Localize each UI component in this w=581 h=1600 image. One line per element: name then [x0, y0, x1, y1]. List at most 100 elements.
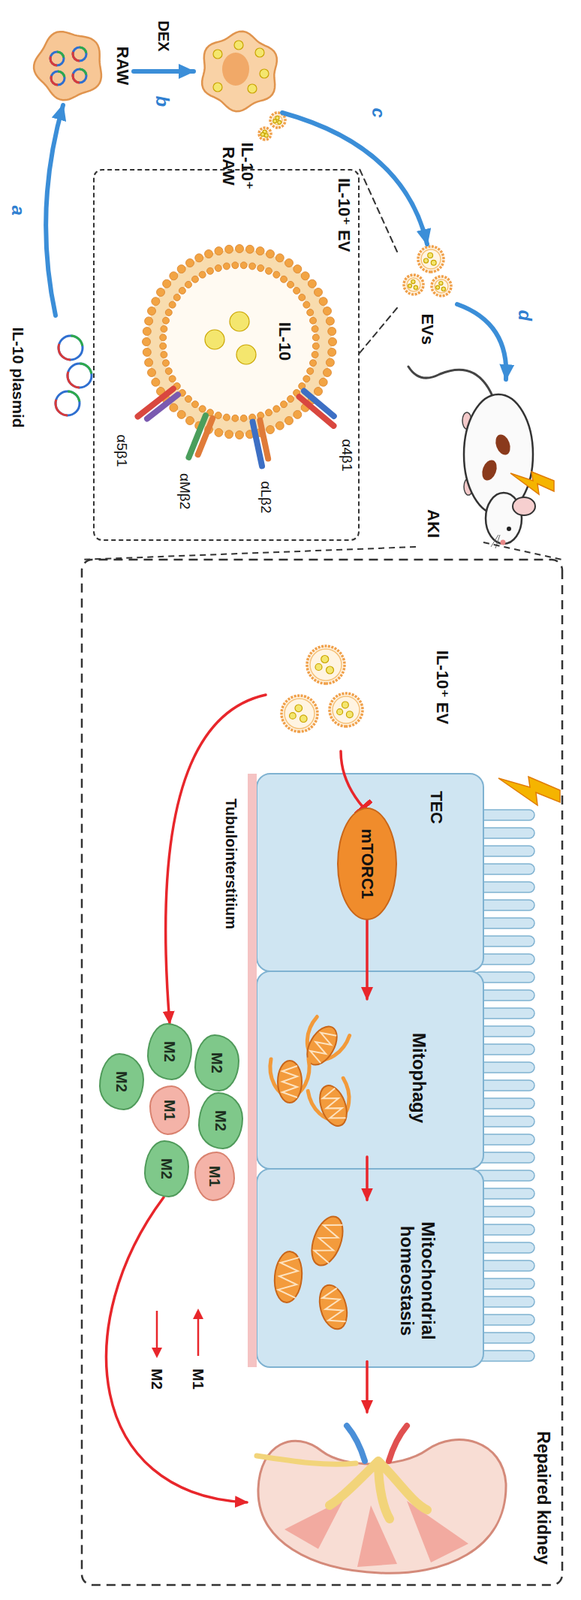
node-text: M2 [113, 1070, 131, 1092]
lipid-head [328, 347, 337, 356]
lipid-head [240, 414, 247, 422]
zoom-line [81, 546, 416, 560]
zoom-leader [359, 168, 398, 252]
lipid-head [214, 412, 222, 419]
lipid-head [265, 409, 273, 416]
lipid-head [307, 279, 317, 288]
mitochondrion-body [314, 1080, 352, 1129]
lipid-head [319, 377, 328, 386]
raw-cell: RAW [33, 26, 134, 106]
m2-macrophage: M2 [198, 1091, 244, 1149]
vesicle-membrane [403, 274, 424, 295]
node-text: Mitochondrial homeostasis [397, 1203, 439, 1358]
lipid-head [307, 367, 314, 375]
lipid-head [266, 249, 275, 259]
lipid-head [177, 264, 186, 274]
lipid-head [328, 337, 338, 347]
ev-group: EVs [397, 243, 458, 350]
mouse-nose [500, 539, 506, 545]
lipid-head [192, 275, 199, 283]
il10-particle [342, 701, 350, 708]
plasmid-ring [55, 391, 80, 416]
lipid-head [214, 264, 222, 272]
trend-label: M1 [189, 1367, 208, 1389]
lipid-head [310, 359, 317, 367]
plasmid-gene [50, 51, 64, 66]
lipid-head [147, 368, 157, 377]
lipid-head [160, 351, 168, 359]
repair-arrow [106, 1196, 247, 1502]
il10-particle [234, 40, 244, 50]
node-text: IL-10⁺ EV [334, 177, 354, 252]
node-text: M2 [161, 1040, 179, 1062]
mitochondrion-body [277, 1059, 302, 1102]
lipid-head [266, 425, 275, 434]
lipid-head [293, 287, 301, 295]
node-text: M1 [161, 1098, 179, 1120]
plasmid-gene [72, 69, 87, 83]
tubular-cell [256, 1168, 484, 1367]
lipid-head [319, 297, 328, 306]
lipid-head [214, 427, 223, 437]
il10-particle [436, 285, 440, 289]
lipid-head [303, 301, 311, 308]
il10-particle [337, 708, 344, 715]
il10-particle [439, 281, 443, 286]
plasmid-gene [50, 51, 64, 66]
il10-particle [213, 82, 223, 92]
lipid-head [275, 253, 284, 262]
inset-box: IL-10⁺ EV IL-10 [93, 168, 360, 541]
lipid-head [285, 416, 294, 425]
lipid-head [273, 405, 280, 413]
lipid-head [235, 430, 244, 440]
vesicle-membrane [431, 276, 452, 296]
lipid-head [142, 347, 151, 356]
tubular-cell [256, 773, 484, 971]
lipid-head [185, 395, 193, 403]
zoom-line [483, 541, 563, 560]
lipid-head [151, 297, 160, 306]
vesicle-inner [310, 648, 342, 681]
lipid-head [186, 258, 195, 268]
mitochondrion [294, 1015, 350, 1073]
workflow-arrow [45, 105, 64, 316]
lipid-head [293, 264, 302, 274]
lipid-head [323, 307, 332, 316]
lipid-head [185, 280, 193, 288]
lipid-head [328, 327, 337, 336]
lipid-head [207, 267, 214, 274]
mitochondrion [270, 1058, 310, 1102]
trend-arrow-head [192, 1307, 204, 1319]
lipid-head [162, 359, 170, 367]
m2-macrophage: M2 [194, 1033, 240, 1091]
il10-particle [273, 119, 277, 124]
lipid-head [273, 270, 280, 278]
mitochondrion-body [272, 1249, 305, 1304]
lipid-head [160, 325, 168, 332]
mitochondrion-body [305, 1211, 349, 1269]
lipid-head [144, 316, 154, 326]
plasmid-gene [55, 391, 80, 416]
lipid-head [147, 307, 157, 316]
lipid-head [240, 261, 247, 269]
vesicle-inner [406, 277, 421, 292]
node-text: IL-10 [275, 322, 295, 361]
vesicle-membrane [307, 645, 345, 684]
lipid-head [249, 262, 256, 270]
lipid-head [195, 253, 204, 262]
lipid-head [225, 430, 234, 439]
il10-particle [299, 714, 308, 723]
integrin-beta [259, 420, 268, 459]
mitochondrion [305, 1211, 349, 1269]
lipid-head [231, 261, 239, 269]
renal-vein [346, 1424, 365, 1461]
lipid-head [298, 294, 306, 302]
il10-raw-cell: IL-10⁺ RAW [193, 30, 283, 205]
node-text: M2 [208, 1051, 226, 1073]
edge-label: a [7, 205, 29, 216]
region-label: Tubulointerstitium [222, 797, 241, 929]
lipid-head [169, 403, 178, 412]
il10-particle [430, 259, 437, 265]
node-text: IL-10⁺ EV [433, 650, 452, 724]
